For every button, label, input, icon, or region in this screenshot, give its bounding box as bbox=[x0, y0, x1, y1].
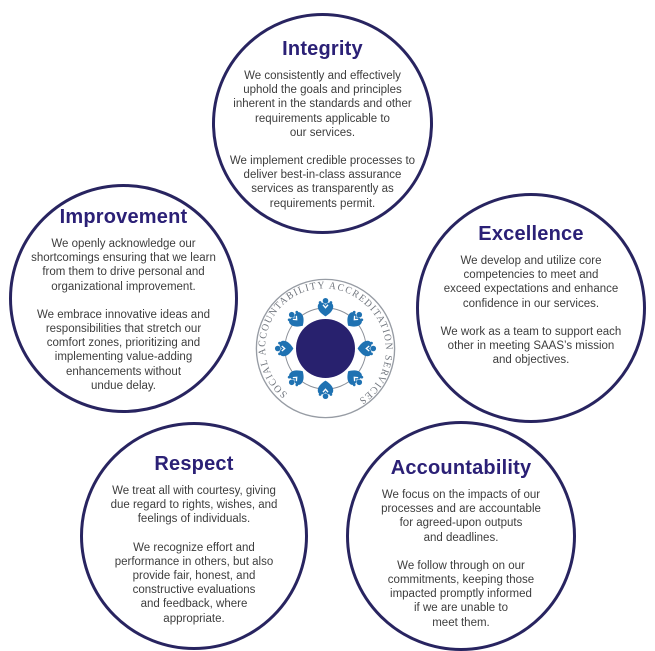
value-circle-excellence: Excellence We develop and utilize core c… bbox=[416, 193, 646, 423]
circle-title-respect: Respect bbox=[154, 453, 234, 475]
circle-paragraph: We implement credible processes to deliv… bbox=[229, 155, 416, 210]
logo-center-disc bbox=[296, 319, 355, 378]
circle-paragraph: We treat all with courtesy, giving due r… bbox=[110, 485, 278, 526]
circle-title-accountability: Accountability bbox=[390, 457, 532, 479]
circle-paragraph: We consistently and effectively uphold t… bbox=[233, 70, 412, 139]
circle-paragraph: We openly acknowledge our shortcomings e… bbox=[31, 238, 216, 293]
circle-paragraph: We embrace innovative ideas and responsi… bbox=[36, 308, 210, 392]
circle-paragraph: We follow through on our commitments, ke… bbox=[387, 559, 535, 629]
circle-title-excellence: Excellence bbox=[478, 223, 584, 245]
value-circle-improvement: Improvement We openly acknowledge our sh… bbox=[9, 184, 238, 413]
value-circle-respect: Respect We treat all with courtesy, givi… bbox=[80, 422, 308, 650]
circle-paragraph: We focus on the impacts of our processes… bbox=[381, 489, 541, 544]
circle-paragraph: We develop and utilize core competencies… bbox=[443, 255, 619, 310]
circle-title-improvement: Improvement bbox=[59, 206, 188, 228]
circle-title-integrity: Integrity bbox=[282, 38, 363, 60]
value-circle-accountability: Accountability We focus on the impacts o… bbox=[346, 421, 576, 651]
circle-paragraph: We work as a team to support each other … bbox=[440, 325, 622, 367]
saas-logo: SOCIAL ACCOUNTABILITY ACCREDITATION SERV… bbox=[255, 278, 396, 419]
value-circle-integrity: Integrity We consistently and effectivel… bbox=[212, 13, 433, 234]
circle-paragraph: We recognize effort and performance in o… bbox=[114, 541, 274, 625]
